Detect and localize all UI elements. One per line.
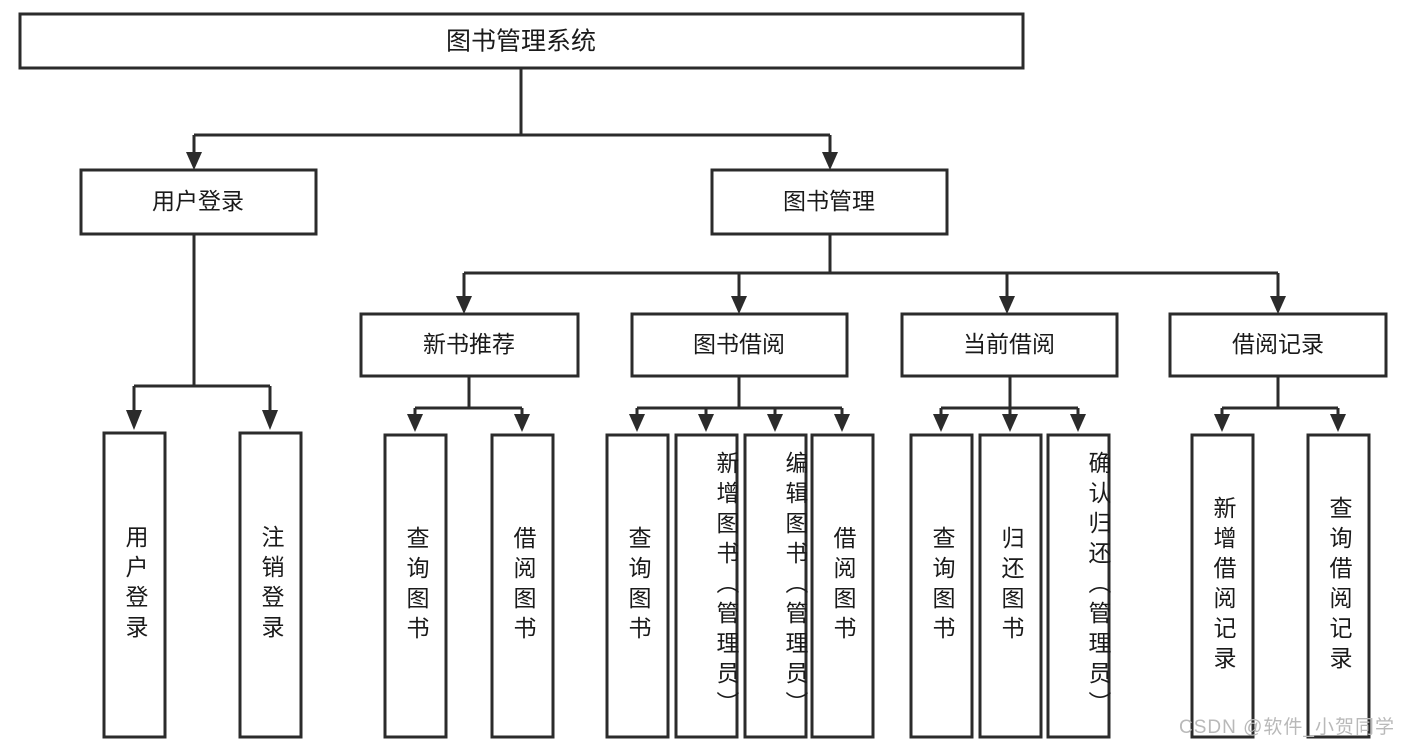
connector-userlogin-to-leaves bbox=[126, 234, 278, 430]
leaf-box-group-book-borrow bbox=[605, 433, 875, 739]
node-current-borrow[interactable]: 当前借阅 bbox=[900, 312, 1119, 378]
arrow-head-icon bbox=[1214, 414, 1230, 432]
node-root[interactable]: 图书管理系统 bbox=[18, 12, 1025, 70]
arrow-head-icon bbox=[767, 414, 783, 432]
node-root-label: 图书管理系统 bbox=[446, 28, 596, 56]
node-borrow-record[interactable]: 借阅记录 bbox=[1168, 312, 1388, 378]
node-book-management-label: 图书管理 bbox=[783, 188, 875, 214]
leaf-box bbox=[743, 433, 808, 739]
leaf-box bbox=[1306, 433, 1371, 739]
arrow-head-icon bbox=[698, 414, 714, 432]
leaf-box-group-user-login bbox=[102, 431, 303, 739]
connector-currentborrow-to-leaves bbox=[933, 376, 1086, 432]
leaf-box-group-new-book bbox=[383, 433, 555, 739]
node-new-book-recommend-label: 新书推荐 bbox=[423, 331, 515, 357]
arrow-head-icon bbox=[262, 410, 278, 430]
arrow-head-icon bbox=[629, 414, 645, 432]
connector-bookborrow-to-leaves bbox=[629, 376, 850, 432]
connector-borrowrecord-to-leaves bbox=[1214, 376, 1346, 432]
leaf-box bbox=[909, 433, 974, 739]
arrow-head-icon bbox=[1330, 414, 1346, 432]
leaf-box bbox=[810, 433, 875, 739]
arrow-head-icon bbox=[822, 152, 838, 170]
arrow-head-icon bbox=[407, 414, 423, 432]
leaf-box bbox=[978, 433, 1043, 739]
leaf-box bbox=[1190, 433, 1255, 739]
arrow-head-icon bbox=[834, 414, 850, 432]
leaf-box-group-borrow-record bbox=[1190, 433, 1371, 739]
arrow-head-icon bbox=[933, 414, 949, 432]
leaf-box bbox=[238, 431, 303, 739]
watermark-text: CSDN @软件_小贺同学 bbox=[1179, 717, 1395, 738]
leaf-box bbox=[490, 433, 555, 739]
arrow-head-icon bbox=[186, 152, 202, 170]
arrow-head-icon bbox=[514, 414, 530, 432]
arrow-head-icon bbox=[731, 296, 747, 314]
arrow-head-icon bbox=[126, 410, 142, 430]
leaf-box bbox=[674, 433, 739, 739]
node-book-management[interactable]: 图书管理 bbox=[710, 168, 949, 236]
node-user-login[interactable]: 用户登录 bbox=[79, 168, 318, 236]
leaf-box-group-current-borrow bbox=[909, 433, 1111, 739]
arrow-head-icon bbox=[1002, 414, 1018, 432]
arrow-head-icon bbox=[1270, 296, 1286, 314]
leaf-box bbox=[1046, 433, 1111, 739]
leaf-box bbox=[605, 433, 670, 739]
node-user-login-label: 用户登录 bbox=[152, 188, 244, 214]
leaf-box bbox=[102, 431, 167, 739]
connector-newbook-to-leaves bbox=[407, 376, 530, 432]
node-borrow-record-label: 借阅记录 bbox=[1232, 331, 1324, 357]
arrow-head-icon bbox=[456, 296, 472, 314]
arrow-head-icon bbox=[1070, 414, 1086, 432]
node-current-borrow-label: 当前借阅 bbox=[963, 331, 1055, 357]
node-book-borrow[interactable]: 图书借阅 bbox=[630, 312, 849, 378]
arrow-head-icon bbox=[999, 296, 1015, 314]
connector-root-to-level2 bbox=[186, 68, 838, 170]
connector-bookmgmt-to-level3 bbox=[456, 234, 1286, 314]
leaf-box bbox=[383, 433, 448, 739]
node-new-book-recommend[interactable]: 新书推荐 bbox=[359, 312, 580, 378]
node-book-borrow-label: 图书借阅 bbox=[693, 331, 785, 357]
